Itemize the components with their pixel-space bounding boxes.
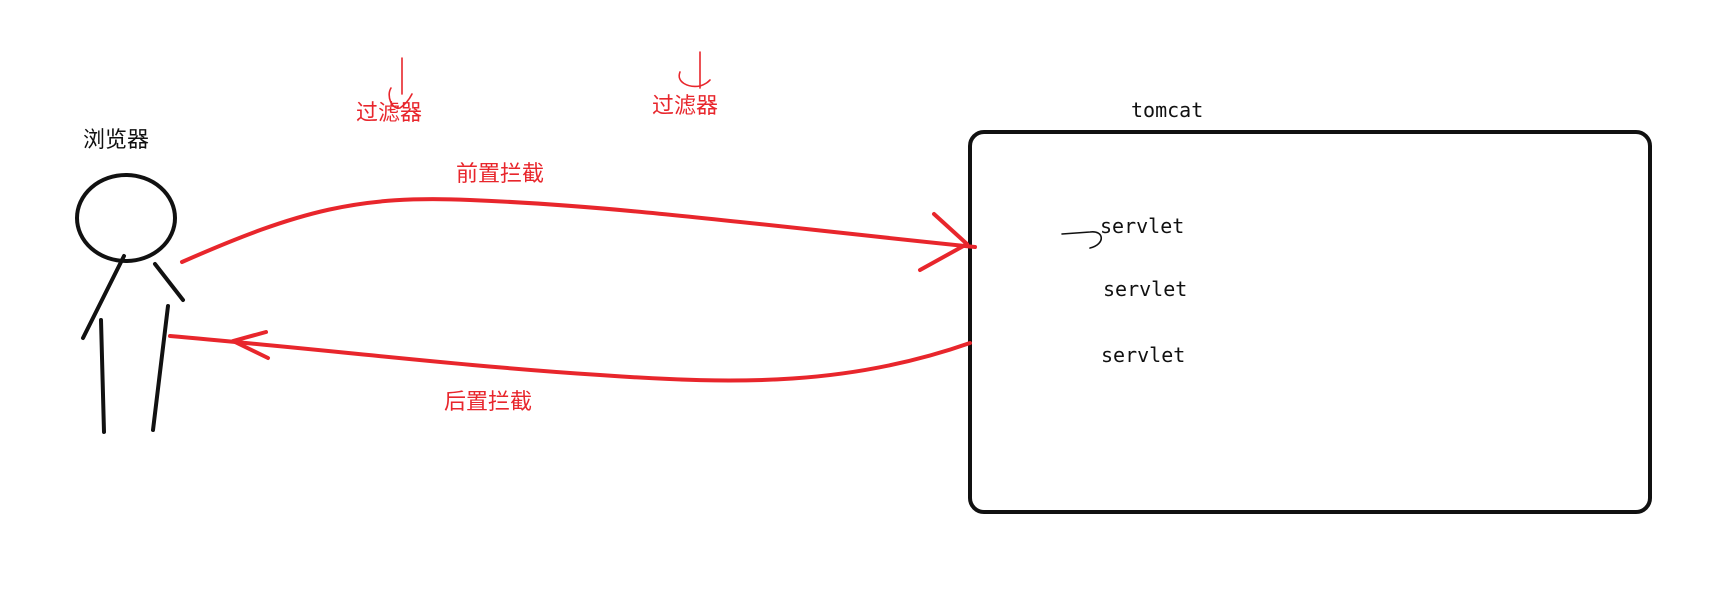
servlet-label-2: servlet	[1103, 277, 1188, 301]
stick-figure-right-leg	[151, 304, 170, 432]
response-arrow	[168, 330, 972, 383]
tomcat-container	[968, 130, 1652, 514]
response-arrow-line	[168, 334, 972, 383]
pre-intercept-label: 前置拦截	[456, 162, 545, 187]
browser-label: 浏览器	[83, 128, 150, 153]
request-arrow	[180, 197, 977, 272]
tomcat-label: tomcat	[1131, 98, 1204, 122]
request-arrow-line	[180, 197, 977, 264]
request-arrow-head	[918, 212, 969, 272]
filter-2-mark	[678, 51, 711, 89]
stick-figure-left-arm	[81, 254, 126, 340]
browser-stick-figure	[75, 173, 185, 434]
servlet-label-3: servlet	[1101, 343, 1186, 367]
stick-figure-right-arm	[153, 262, 185, 302]
response-arrow-head	[231, 330, 270, 360]
filter-label-2: 过滤器	[652, 94, 719, 119]
servlet-pointer-mark	[1061, 231, 1103, 249]
stick-figure-left-leg	[99, 318, 106, 434]
stick-figure-head	[75, 173, 177, 263]
filter-1-mark	[388, 57, 413, 109]
post-intercept-label: 后置拦截	[444, 390, 533, 415]
servlet-label-1: servlet	[1100, 214, 1185, 238]
filter-label-1: 过滤器	[356, 101, 423, 126]
